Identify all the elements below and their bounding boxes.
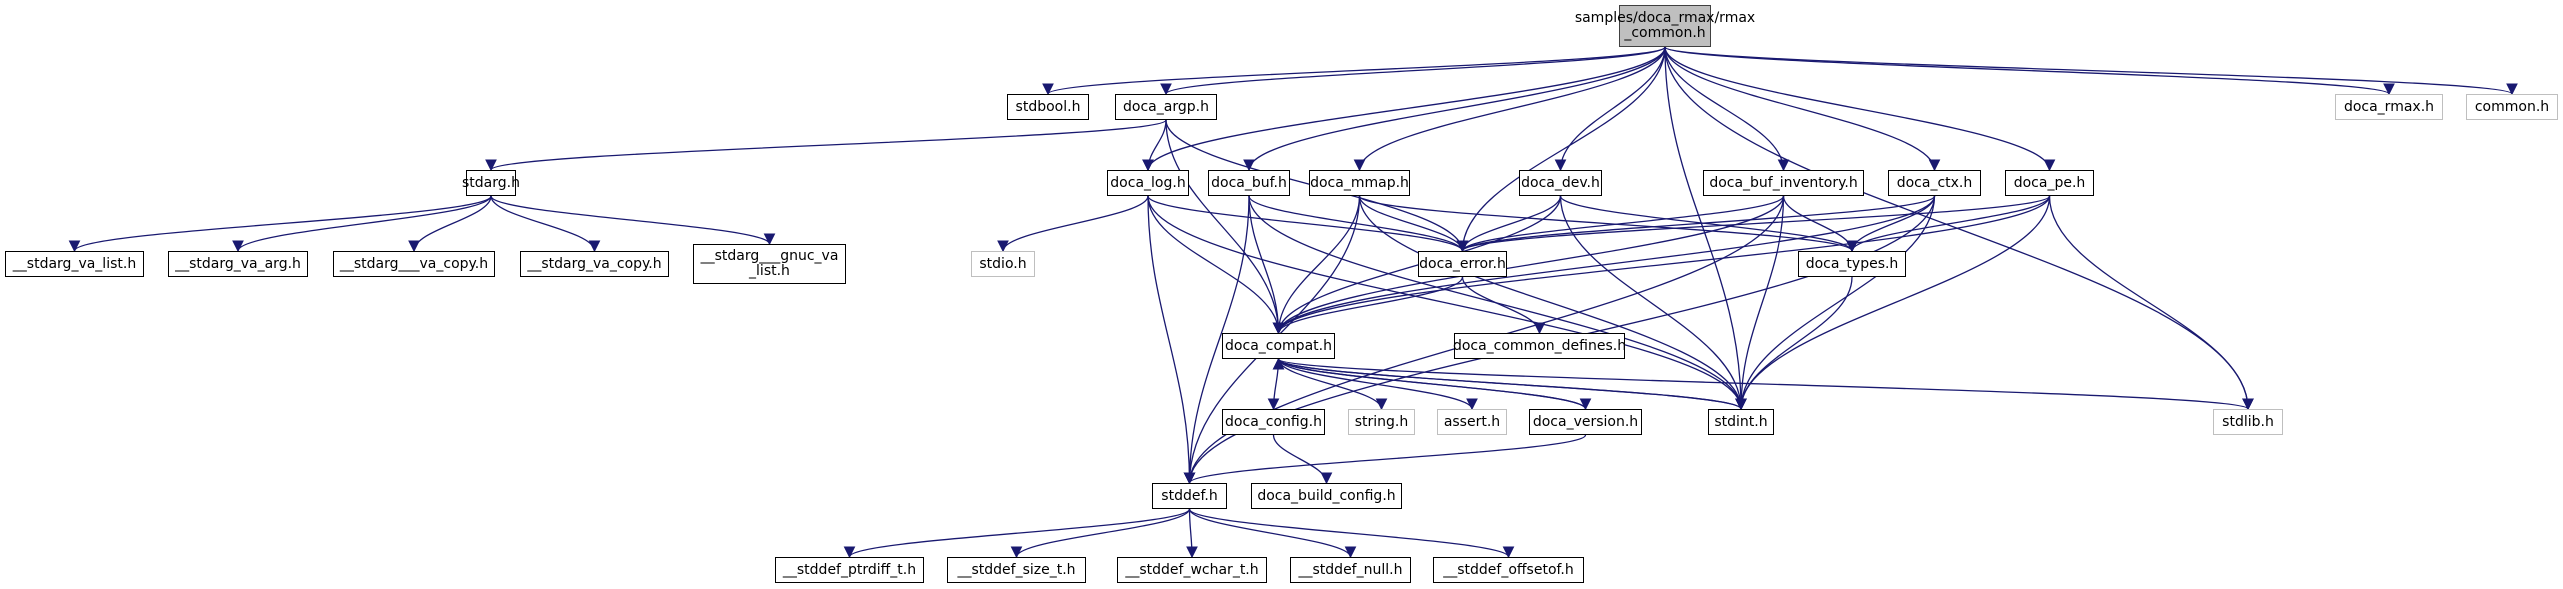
edge-stddef-to-sd-offsetof	[1188, 508, 1515, 559]
node-doca-ctx[interactable]: doca_ctx.h	[1888, 170, 1981, 196]
edge-root-to-doca-log	[1142, 46, 1666, 172]
edge-doca-buf-to-doca-compat	[1248, 195, 1285, 335]
edge-root-to-doca-rmax	[1664, 46, 2395, 96]
edge-doca-log-to-doca-compat	[1147, 195, 1285, 335]
edge-stdint-to-doca-compat	[1272, 357, 1742, 410]
edge-doca-log-to-stdint	[1147, 195, 1747, 411]
edge-doca-log-to-doca-error	[1147, 195, 1469, 253]
node-doca-argp[interactable]: doca_argp.h	[1115, 94, 1217, 120]
edge-stddef-to-sd-ptrdiff	[843, 508, 1191, 559]
node-doca-pe[interactable]: doca_pe.h	[2005, 170, 2094, 196]
node-sd-size[interactable]: __stddef_size_t.h	[947, 557, 1086, 583]
edge-doca-pe-to-stdint	[1735, 195, 2051, 411]
edge-root-to-doca-dev	[1554, 46, 1666, 172]
edge-doca-mmap-to-doca-compat	[1272, 195, 1361, 335]
node-stdint[interactable]: stdint.h	[1708, 409, 1774, 435]
edge-doca-buf-inv-to-doca-compat	[1272, 195, 1785, 335]
node-assert: assert.h	[1437, 409, 1507, 435]
node-sd-wchar[interactable]: __stddef_wchar_t.h	[1117, 557, 1267, 583]
edge-doca-log-to-stdio	[997, 195, 1149, 253]
edge-root-to-stdbool	[1042, 46, 1666, 96]
node-doca-config[interactable]: doca_config.h	[1222, 409, 1325, 435]
edge-doca-argp-to-doca-log	[1142, 119, 1167, 172]
edge-doca-buf-inv-to-doca-types	[1782, 195, 1858, 253]
node-root: samples/doca_rmax/rmax _common.h	[1575, 5, 1755, 47]
edge-doca-pe-to-doca-compat	[1272, 195, 2051, 335]
edge-root-to-stdint	[1664, 46, 1747, 411]
node-stdarg-underscore-va-copy[interactable]: __stdarg___va_copy.h	[333, 251, 495, 277]
edge-doca-pe-to-doca-types	[1846, 195, 2051, 253]
edge-doca-dev-to-stdint	[1559, 195, 1747, 411]
edge-root-to-doca-error	[1456, 46, 1666, 253]
node-doca-error[interactable]: doca_error.h	[1418, 251, 1507, 277]
edge-stddef-to-sd-null	[1188, 508, 1357, 559]
node-sd-offsetof[interactable]: __stddef_offsetof.h	[1433, 557, 1584, 583]
edge-root-to-doca-buf	[1243, 46, 1666, 172]
edge-root-to-doca-buf-inv	[1664, 46, 1790, 172]
node-doca-build-config[interactable]: doca_build_config.h	[1251, 483, 1402, 509]
edge-doca-error-to-doca-common-defines	[1461, 276, 1546, 335]
edge-doca-version-to-stddef	[1183, 434, 1587, 485]
edge-doca-pe-to-doca-error	[1456, 195, 2051, 253]
edge-stdarg-to-s--va-copy	[408, 195, 492, 253]
node-doca-buf[interactable]: doca_buf.h	[1208, 170, 1290, 196]
edge-doca-ctx-to-stdint	[1735, 195, 1936, 411]
edge-root-to-doca-mmap	[1353, 46, 1666, 172]
edge-doca-argp-to-stdarg	[485, 119, 1167, 172]
edge-doca-buf-inv-to-stdint	[1735, 195, 1785, 411]
edge-stdarg-to-sva-list	[68, 195, 492, 253]
node-doca-mmap[interactable]: doca_mmap.h	[1309, 170, 1410, 196]
edge-doca-ctx-to-doca-compat	[1272, 195, 1936, 335]
edge-doca-types-to-stdint	[1735, 276, 1853, 411]
edge-doca-version-to-doca-compat	[1272, 357, 1587, 410]
edge-doca-ctx-to-doca-error	[1456, 195, 1936, 253]
node-stdlib: stdlib.h	[2213, 409, 2283, 435]
edge-root-to-doca-argp	[1160, 46, 1666, 96]
edge-doca-mmap-to-doca-types	[1358, 195, 1858, 253]
node-stdarg[interactable]: stdarg.h	[462, 170, 520, 196]
node-stdio: stdio.h	[971, 251, 1035, 277]
node-stdarg-va-arg[interactable]: __stdarg_va_arg.h	[168, 251, 308, 277]
edge-root-to-doca-pe	[1664, 46, 2056, 172]
edge-doca-buf-inv-to-doca-error	[1456, 195, 1785, 253]
edge-stddef-to-sd-wchar	[1186, 508, 1198, 559]
edge-root-to-doca-ctx	[1664, 46, 1941, 172]
edge-doca-mmap-to-stdint	[1358, 195, 1747, 411]
edge-stddef-to-sd-size	[1010, 508, 1191, 559]
edge-doca-argp-to-doca-compat	[1165, 119, 1285, 335]
node-common: common.h	[2466, 94, 2558, 120]
node-doca-version[interactable]: doca_version.h	[1529, 409, 1642, 435]
node-doca-log[interactable]: doca_log.h	[1107, 170, 1189, 196]
node-doca-dev[interactable]: doca_dev.h	[1519, 170, 1602, 196]
edge-doca-compat-to-doca-config	[1267, 358, 1280, 411]
node-doca-rmax: doca_rmax.h	[2335, 94, 2443, 120]
edge-doca-compat-to-stdlib	[1277, 358, 2254, 411]
edge-root-to-common	[1664, 46, 2518, 96]
node-doca-compat[interactable]: doca_compat.h	[1222, 333, 1335, 359]
node-doca-common-defines[interactable]: doca_common_defines.h	[1453, 333, 1626, 359]
node-sd-null[interactable]: __stddef_null.h	[1290, 557, 1411, 583]
edge-stdarg-to-sgnuc	[490, 195, 776, 246]
node-doca-types[interactable]: doca_types.h	[1798, 251, 1906, 277]
edge-stdarg-to-sva-arg	[232, 195, 492, 253]
node-stdarg-va-list[interactable]: __stdarg_va_list.h	[5, 251, 144, 277]
edge-doca-compat-to-assert	[1277, 358, 1478, 411]
node-doca-buf-inventory[interactable]: doca_buf_inventory.h	[1703, 170, 1864, 196]
node-string: string.h	[1348, 409, 1415, 435]
node-stdbool[interactable]: stdbool.h	[1007, 94, 1089, 120]
edge-doca-log-to-stddef	[1147, 195, 1196, 485]
node-stdarg-gnuc-va-list[interactable]: __stdarg___gnuc_va _list.h	[693, 244, 846, 284]
node-stddef[interactable]: stddef.h	[1152, 483, 1227, 509]
edge-doca-error-to-doca-compat	[1272, 276, 1464, 335]
node-stdarg-va-copy[interactable]: __stdarg_va_copy.h	[520, 251, 669, 277]
edge-doca-pe-to-stdlib	[2048, 195, 2254, 411]
edge-doca-config-to-doca-build-config	[1272, 434, 1333, 485]
edge-stdarg-to-sva-copy	[490, 195, 601, 253]
node-sd-ptrdiff[interactable]: __stddef_ptrdiff_t.h	[775, 557, 924, 583]
edge-doca-buf-to-stddef	[1183, 195, 1250, 485]
